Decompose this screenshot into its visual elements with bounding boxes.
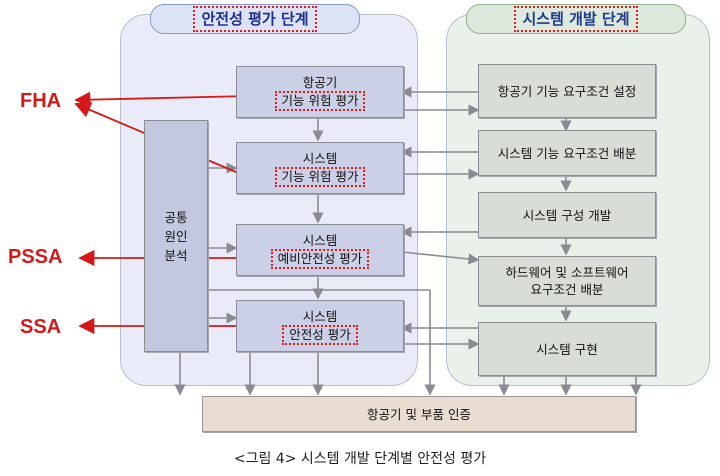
common-cause-line2: 원인: [164, 228, 188, 244]
hw-sw-requirements-line1: 하드웨어 및 소프트웨어: [505, 265, 629, 280]
system-architecture-label: 시스템 구성 개발: [522, 207, 612, 223]
system-pssa-box: 시스템 예비안전성 평가: [236, 224, 404, 276]
system-implementation-label: 시스템 구현: [536, 341, 598, 357]
system-requirements-box: 시스템 기능 요구조건 배분: [478, 130, 656, 176]
system-fha-box: 시스템 기능 위험 평가: [236, 142, 404, 194]
ssa-annotation: SSA: [20, 316, 62, 338]
common-cause-line3: 분석: [164, 247, 188, 263]
system-pssa-line2: 예비안전성 평가: [270, 248, 370, 269]
system-ssa-box: 시스템 안전성 평가: [236, 300, 404, 352]
dev-phase-title: 시스템 개발 단계: [514, 6, 638, 32]
system-fha-line2: 기능 위험 평가: [274, 166, 366, 187]
pssa-annotation: PSSA: [8, 246, 63, 268]
aircraft-fha-line2: 기능 위험 평가: [274, 90, 366, 111]
hw-sw-requirements-line2: 요구조건 배분: [530, 282, 604, 297]
certification-box: 항공기 및 부품 인증: [202, 396, 636, 432]
safety-phase-title: 안전성 평가 단계: [193, 6, 317, 32]
system-pssa-line1: 시스템: [302, 232, 338, 248]
aircraft-requirements-label: 항공기 기능 요구조건 설정: [497, 83, 637, 99]
figure-caption: <그림 4> 시스템 개발 단계별 안전성 평가: [233, 451, 487, 467]
common-cause-analysis-box: 공통 원인 분석: [144, 120, 208, 352]
system-fha-line1: 시스템: [302, 150, 338, 166]
hw-sw-requirements-box: 하드웨어 및 소프트웨어 요구조건 배분: [478, 256, 656, 306]
system-requirements-label: 시스템 기능 요구조건 배분: [497, 145, 637, 161]
system-ssa-line1: 시스템: [302, 308, 338, 324]
fha-annotation: FHA: [20, 90, 62, 112]
aircraft-fha-box: 항공기 기능 위험 평가: [236, 66, 404, 118]
common-cause-line1: 공통: [164, 209, 188, 225]
aircraft-fha-line1: 항공기: [302, 74, 338, 90]
safety-phase-tab: 안전성 평가 단계: [150, 4, 360, 34]
system-architecture-box: 시스템 구성 개발: [478, 192, 656, 238]
certification-label: 항공기 및 부품 인증: [367, 406, 471, 422]
system-implementation-box: 시스템 구현: [478, 322, 656, 376]
system-ssa-line2: 안전성 평가: [282, 324, 358, 345]
aircraft-requirements-box: 항공기 기능 요구조건 설정: [478, 64, 656, 118]
dev-phase-tab: 시스템 개발 단계: [466, 4, 686, 34]
